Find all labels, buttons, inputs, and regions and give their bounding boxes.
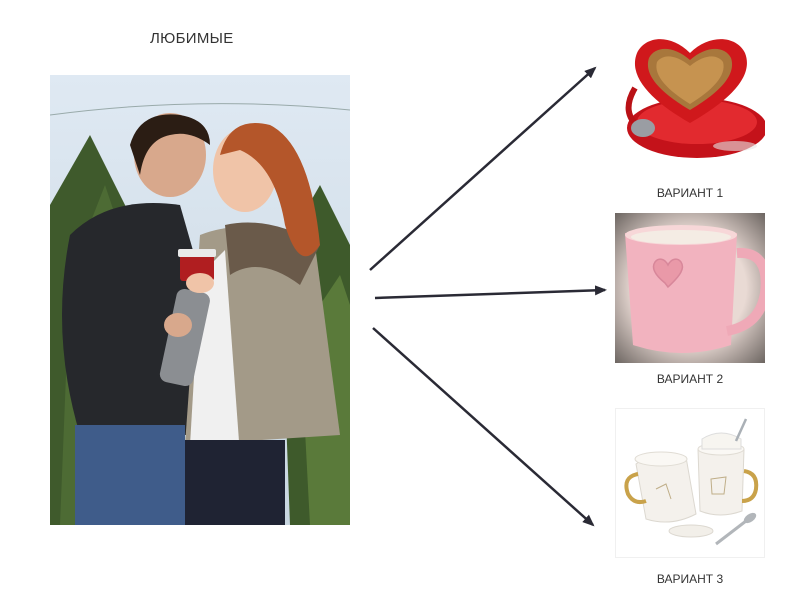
couple-photo — [50, 75, 350, 525]
pink-heart-mug-icon — [615, 213, 765, 363]
arrow-to-variant-2 — [374, 285, 607, 300]
arrow-to-variant-1 — [369, 66, 597, 271]
page-title: ЛЮБИМЫЕ — [150, 30, 234, 47]
variant-2-image — [615, 213, 765, 363]
white-mug-set-icon — [616, 409, 764, 557]
couple-photo-illustration — [50, 75, 350, 525]
variant-3-label: ВАРИАНТ 3 — [656, 572, 724, 586]
heart-shaped-red-cup-icon — [625, 39, 765, 158]
arrow-to-variant-3 — [372, 327, 595, 527]
variant-2-label: ВАРИАНТ 2 — [656, 372, 724, 386]
variant-1-image — [615, 18, 765, 168]
variant-1-label: ВАРИАНТ 1 — [656, 186, 724, 200]
variant-3-image — [615, 408, 765, 558]
